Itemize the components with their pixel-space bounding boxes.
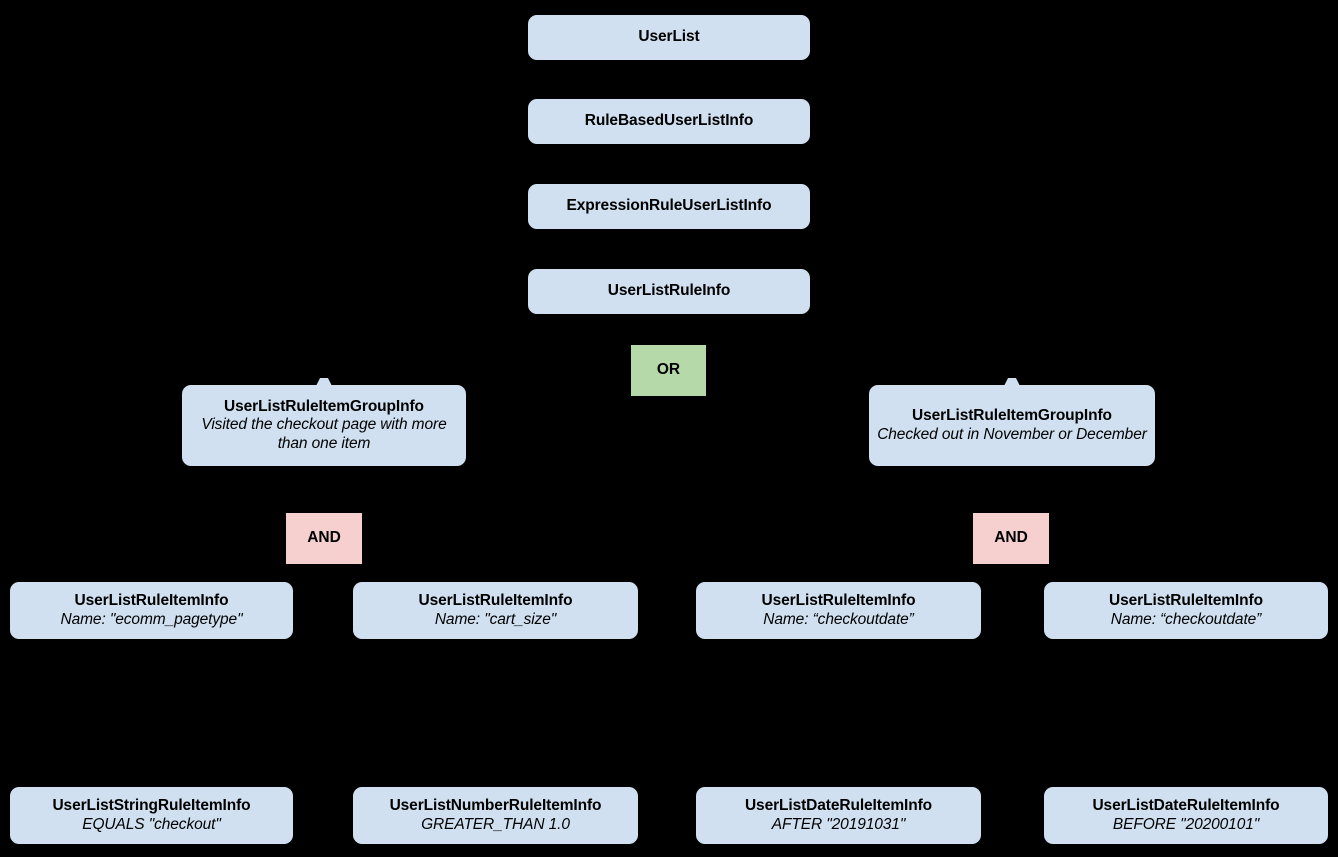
node-title: UserListRuleItemInfo <box>418 592 573 610</box>
node-subtitle: Name: "ecomm_pagetype" <box>60 610 243 628</box>
node-title: UserListStringRuleItemInfo <box>52 797 251 815</box>
node-rule-based-user-list-info[interactable]: RuleBasedUserListInfo <box>528 99 810 144</box>
node-subtitle: BEFORE "20200101" <box>1112 815 1260 833</box>
node-subtitle: Name: “checkoutdate” <box>763 610 914 628</box>
operator-and-left[interactable]: AND <box>286 513 362 564</box>
node-group-right[interactable]: UserListRuleItemGroupInfo Checked out in… <box>869 378 1155 466</box>
node-title: UserListNumberRuleItemInfo <box>389 797 602 815</box>
node-expression-rule-user-list-info[interactable]: ExpressionRuleUserListInfo <box>528 184 810 229</box>
node-title: UserListRuleItemGroupInfo <box>912 407 1112 425</box>
operator-or[interactable]: OR <box>631 345 706 396</box>
node-rule-item-cart-size[interactable]: UserListRuleItemInfo Name: "cart_size" <box>353 582 638 639</box>
node-subtitle: EQUALS "checkout" <box>82 815 221 833</box>
operator-label: AND <box>994 529 1028 547</box>
node-date-rule-item-after[interactable]: UserListDateRuleItemInfo AFTER "20191031… <box>696 787 981 844</box>
node-title: UserListRuleItemInfo <box>74 592 229 610</box>
operator-label: OR <box>656 361 681 379</box>
node-subtitle: Checked out in November or December <box>877 425 1147 443</box>
node-title: UserListRuleItemInfo <box>1109 592 1263 610</box>
node-title: UserListDateRuleItemInfo <box>1092 797 1280 815</box>
node-subtitle: GREATER_THAN 1.0 <box>421 815 570 833</box>
node-string-rule-item[interactable]: UserListStringRuleItemInfo EQUALS "check… <box>10 787 293 844</box>
node-title: UserListRuleItemGroupInfo <box>224 398 424 416</box>
connector-tab-icon <box>1003 378 1021 388</box>
node-title: UserListRuleItemInfo <box>761 592 916 610</box>
node-title: RuleBasedUserListInfo <box>584 112 754 130</box>
node-subtitle: AFTER "20191031" <box>771 815 906 833</box>
node-title: UserListRuleInfo <box>607 282 731 300</box>
connector-tab-icon <box>315 378 333 388</box>
node-title: UserList <box>638 28 700 46</box>
node-group-left[interactable]: UserListRuleItemGroupInfo Visited the ch… <box>182 378 466 466</box>
node-subtitle: Name: “checkoutdate” <box>1110 610 1262 628</box>
node-rule-item-ecomm-pagetype[interactable]: UserListRuleItemInfo Name: "ecomm_pagety… <box>10 582 293 639</box>
operator-and-right[interactable]: AND <box>973 513 1049 564</box>
node-rule-item-checkoutdate-after[interactable]: UserListRuleItemInfo Name: “checkoutdate… <box>696 582 981 639</box>
node-rule-item-checkoutdate-before[interactable]: UserListRuleItemInfo Name: “checkoutdate… <box>1044 582 1328 639</box>
node-user-list-rule-info[interactable]: UserListRuleInfo <box>528 269 810 314</box>
node-title: UserListDateRuleItemInfo <box>744 797 933 815</box>
node-number-rule-item[interactable]: UserListNumberRuleItemInfo GREATER_THAN … <box>353 787 638 844</box>
node-user-list[interactable]: UserList <box>528 15 810 60</box>
operator-label: AND <box>307 529 341 547</box>
node-subtitle: Visited the checkout page with more than… <box>201 416 447 452</box>
node-date-rule-item-before[interactable]: UserListDateRuleItemInfo BEFORE "2020010… <box>1044 787 1328 844</box>
node-title: ExpressionRuleUserListInfo <box>566 197 772 215</box>
node-subtitle: Name: "cart_size" <box>434 610 557 628</box>
